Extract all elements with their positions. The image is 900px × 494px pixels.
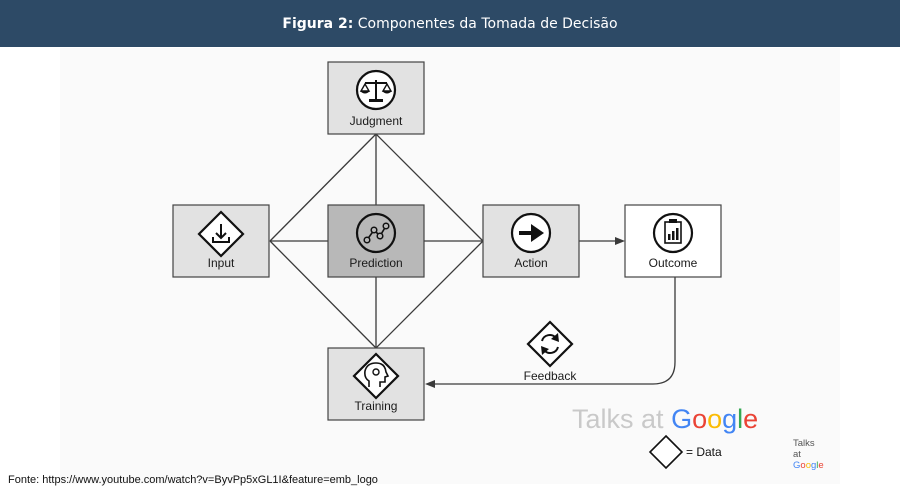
refresh-icon xyxy=(541,333,559,355)
logo-at: at xyxy=(793,449,801,460)
head-gear-icon xyxy=(352,352,400,400)
logo-google: Google xyxy=(793,460,824,471)
feedback-arrowhead xyxy=(425,380,435,388)
training-label: Training xyxy=(355,399,398,413)
data-legend-label: = Data xyxy=(686,445,722,459)
input-label: Input xyxy=(208,256,235,270)
outcome-node: Outcome xyxy=(624,204,722,278)
data-diamond-icon xyxy=(648,434,684,470)
talks-at-text: Talks at xyxy=(572,404,664,434)
figure-header: Figura 2: Componentes da Tomada de Decis… xyxy=(0,0,900,47)
google-letter: l xyxy=(737,404,743,434)
action-outcome-arrowhead xyxy=(615,237,625,245)
action-node: Action xyxy=(482,204,580,278)
outcome-label: Outcome xyxy=(649,256,698,270)
talks-at-google-watermark: Talks at Google xyxy=(572,404,758,434)
clipboard-chart-icon xyxy=(652,212,694,254)
data-legend: = Data xyxy=(648,434,722,470)
google-letter: e xyxy=(743,404,758,434)
feedback-label: Feedback xyxy=(524,369,578,383)
judgment-node: Judgment xyxy=(327,61,425,135)
figure-number: Figura 2: xyxy=(282,15,354,32)
talks-at-google-logo: Talks at Google xyxy=(793,438,824,471)
download-icon xyxy=(197,210,245,258)
figure-title: Componentes da Tomada de Decisão xyxy=(357,15,618,32)
source-caption: Fonte: https://www.youtube.com/watch?v=B… xyxy=(8,474,378,486)
google-letter: g xyxy=(722,404,737,434)
action-label: Action xyxy=(514,256,547,270)
scale-icon xyxy=(355,69,397,111)
connector-lines xyxy=(269,133,484,349)
training-node: Training xyxy=(327,347,425,421)
network-icon xyxy=(355,212,397,254)
input-node: Input xyxy=(172,204,270,278)
google-letter: G xyxy=(671,404,692,434)
feedback-node: Feedback xyxy=(524,320,578,383)
logo-talks: Talks xyxy=(793,438,815,449)
judgment-label: Judgment xyxy=(350,114,403,128)
feedback-loop-line xyxy=(434,277,676,385)
arrow-right-icon xyxy=(510,212,552,254)
prediction-node: Prediction xyxy=(327,204,425,278)
google-letter: o xyxy=(692,404,707,434)
google-letter: o xyxy=(707,404,722,434)
prediction-label: Prediction xyxy=(349,256,402,270)
